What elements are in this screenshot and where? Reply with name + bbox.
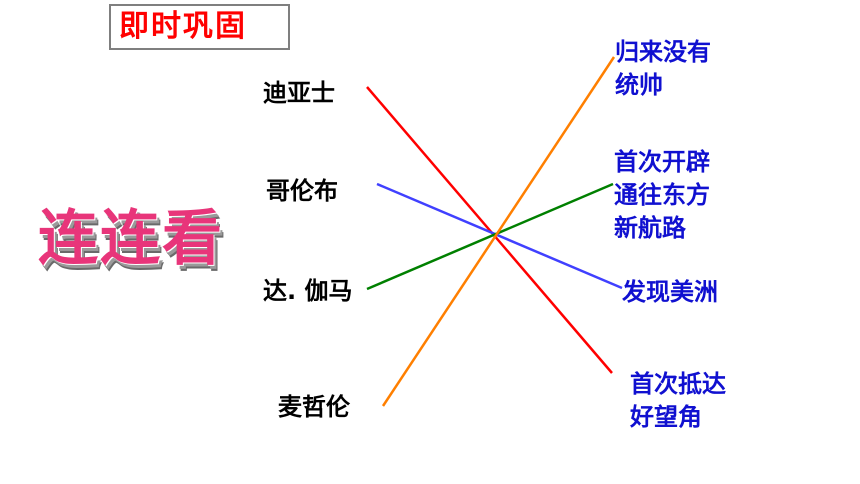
right-item-line: 首次开辟 (614, 148, 710, 176)
left-item-gama[interactable]: 达. 伽马 (263, 277, 353, 305)
left-item-dias[interactable]: 迪亚士 (263, 79, 335, 107)
right-item-cape[interactable]: 首次抵达 好望角 (630, 368, 726, 434)
right-item-america[interactable]: 发现美洲 (622, 276, 718, 309)
wordart-title: 连连看 (38, 204, 224, 274)
right-item-line: 归来没有 (615, 38, 711, 66)
right-item-east-route[interactable]: 首次开辟 通往东方 新航路 (614, 146, 710, 245)
right-item-line: 统帅 (615, 71, 663, 99)
left-item-columbus[interactable]: 哥伦布 (266, 177, 338, 205)
slide-heading: 即时巩固 (109, 4, 290, 50)
connection-line-magellan (381, 56, 616, 407)
connection-line-gama (366, 182, 614, 291)
connection-line-columbus (376, 182, 623, 290)
right-item-line: 新航路 (614, 214, 686, 242)
left-item-magellan[interactable]: 麦哲伦 (278, 393, 350, 421)
right-item-line: 好望角 (630, 403, 702, 431)
right-item-line: 首次抵达 (630, 370, 726, 398)
right-item-line: 通往东方 (614, 181, 710, 209)
connection-line-dias (366, 86, 613, 374)
right-item-line: 发现美洲 (622, 278, 718, 306)
right-item-no-commander[interactable]: 归来没有 统帅 (615, 36, 711, 102)
